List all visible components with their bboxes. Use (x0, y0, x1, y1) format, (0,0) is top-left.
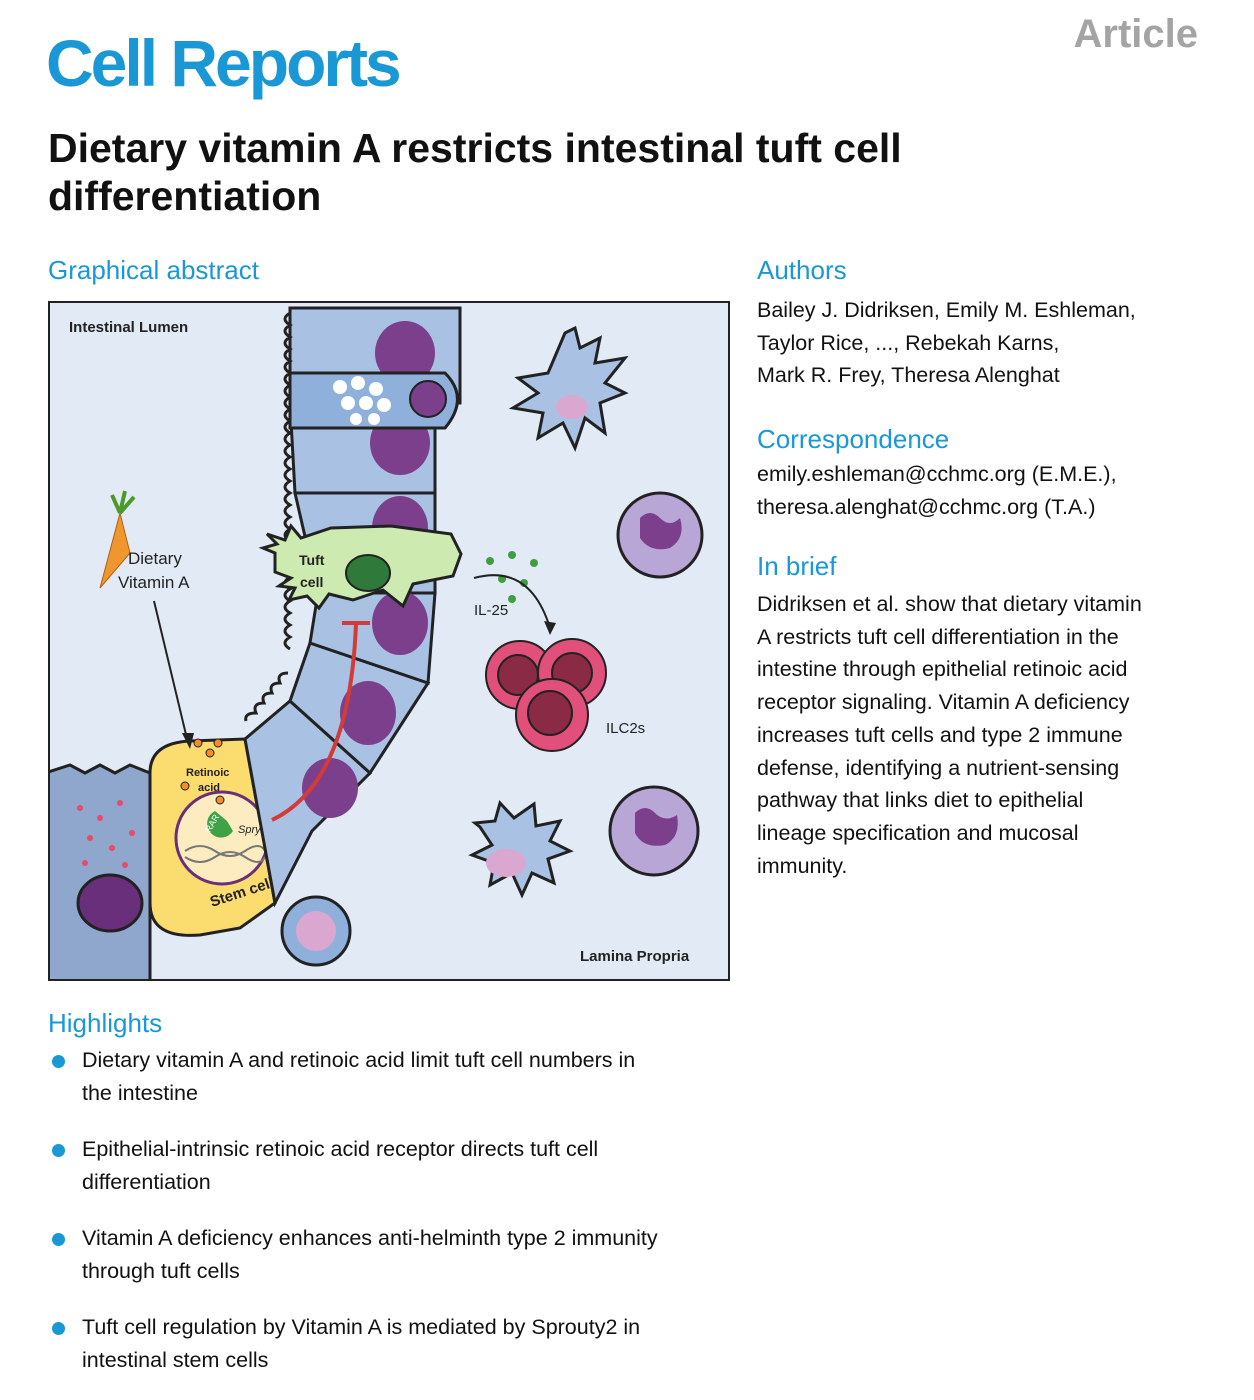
tuft-label-2: cell (300, 574, 323, 590)
bullet-icon (52, 1144, 65, 1157)
in-brief-line: pathway that links diet to epithelial (757, 788, 1084, 813)
authors-heading: Authors (757, 255, 847, 285)
in-brief-line: A restricts tuft cell differentiation in… (757, 624, 1119, 649)
il25-label: IL-25 (474, 602, 508, 619)
bullet-icon (52, 1322, 65, 1335)
in-brief-line: intestine through epithelial retinoic ac… (757, 657, 1128, 682)
highlight-line: differentiation (82, 1170, 211, 1194)
mucus-granules (333, 376, 391, 425)
highlights-list: Dietary vitamin A and retinoic acid limi… (48, 1044, 748, 1400)
nucleus (76, 873, 144, 933)
dna-strand (184, 845, 266, 857)
vitamin-a-label: Vitamin A (118, 573, 190, 592)
retinoic-acid-label-2: acid (198, 782, 220, 794)
journal-name: Cell Reports (46, 26, 402, 100)
correspondence-email[interactable]: theresa.alenghat@cchmc.org (T.A.) (757, 494, 1096, 519)
in-brief-line: increases tuft cells and type 2 immune (757, 722, 1123, 747)
il25-arrow (473, 574, 551, 629)
intestinal-lumen-label: Intestinal Lumen (69, 319, 188, 336)
retinoic-acid-label: Retinoic (186, 767, 229, 779)
highlight-line: Tuft cell regulation by Vitamin A is med… (82, 1315, 641, 1339)
article-title: Dietary vitamin A restricts intestinal t… (48, 125, 902, 219)
highlight-line: Dietary vitamin A and retinoic acid limi… (82, 1048, 636, 1072)
graphical-abstract-illustration: Retinoic acid RAR Spry2 Stem cell (50, 306, 704, 979)
article-type-label: Article (1073, 12, 1199, 56)
graphical-abstract-figure: Retinoic acid RAR Spry2 Stem cell (48, 301, 730, 981)
dietary-label: Dietary (128, 549, 182, 568)
brush-border-lower (244, 671, 289, 722)
enteroendocrine-cell (50, 763, 152, 979)
bullet-icon (52, 1055, 65, 1068)
carrot-leaves-icon (110, 490, 136, 515)
inhibition-arrow (271, 622, 358, 822)
il25-dots (486, 551, 538, 603)
correspondence-heading: Correspondence (757, 424, 950, 454)
highlight-line: Vitamin A deficiency enhances anti-helmi… (82, 1226, 658, 1250)
bullet-icon (52, 1233, 65, 1246)
carrot-icon (99, 511, 131, 589)
highlight-item: Vitamin A deficiency enhances anti-helmi… (48, 1222, 748, 1288)
dna-strand (184, 851, 266, 863)
dendritic-cell (508, 325, 629, 452)
graphical-abstract-heading: Graphical abstract (48, 255, 259, 285)
highlight-line: intestinal stem cells (82, 1348, 269, 1372)
highlight-line: Epithelial-intrinsic retinoic acid recep… (82, 1137, 599, 1161)
tuft-cell-nucleus (345, 554, 391, 592)
highlight-item: Tuft cell regulation by Vitamin A is med… (48, 1311, 748, 1377)
granules (77, 800, 135, 868)
in-brief-line: lineage specification and mucosal (757, 820, 1079, 845)
ilc2-cells (485, 638, 607, 752)
highlight-line: the intestine (82, 1081, 198, 1105)
dendritic-cell-2 (468, 800, 574, 899)
in-brief-line: immunity. (757, 853, 848, 878)
highlight-item: Dietary vitamin A and retinoic acid limi… (48, 1044, 748, 1110)
spry2-label: Spry2 (238, 824, 267, 836)
in-brief-line: Didriksen et al. show that dietary vitam… (757, 592, 1142, 616)
in-brief-heading: In brief (757, 551, 837, 581)
authors-line: Bailey J. Didriksen, Emily M. Eshleman, (757, 298, 1136, 322)
authors-line: Taylor Rice, ..., Rebekah Karns, (757, 330, 1060, 355)
stem-cell-nucleus (174, 790, 270, 886)
authors-list: Bailey J. Didriksen, Emily M. Eshleman, … (757, 294, 1217, 392)
in-brief-text: Didriksen et al. show that dietary vitam… (757, 588, 1227, 882)
lamina-propria-label: Lamina Propria (580, 948, 690, 965)
authors-line: Mark R. Frey, Theresa Alenghat (757, 363, 1060, 388)
highlight-item: Epithelial-intrinsic retinoic acid recep… (48, 1133, 748, 1199)
correspondence-block: emily.eshleman@cchmc.org (E.M.E.), there… (757, 458, 1217, 523)
brush-border (283, 311, 293, 651)
ilc2s-label: ILC2s (606, 720, 645, 737)
correspondence-email[interactable]: emily.eshleman@cchmc.org (E.M.E.), (757, 462, 1117, 486)
vitamin-a-arrow (153, 600, 189, 744)
in-brief-line: receptor signaling. Vitamin A deficiency (757, 690, 1130, 715)
rar-receptor (207, 811, 233, 838)
highlight-line: through tuft cells (82, 1259, 240, 1283)
in-brief-line: defense, identifying a nutrient-sensing (757, 755, 1120, 780)
tuft-label: Tuft (299, 552, 325, 568)
highlights-heading: Highlights (48, 1008, 163, 1038)
